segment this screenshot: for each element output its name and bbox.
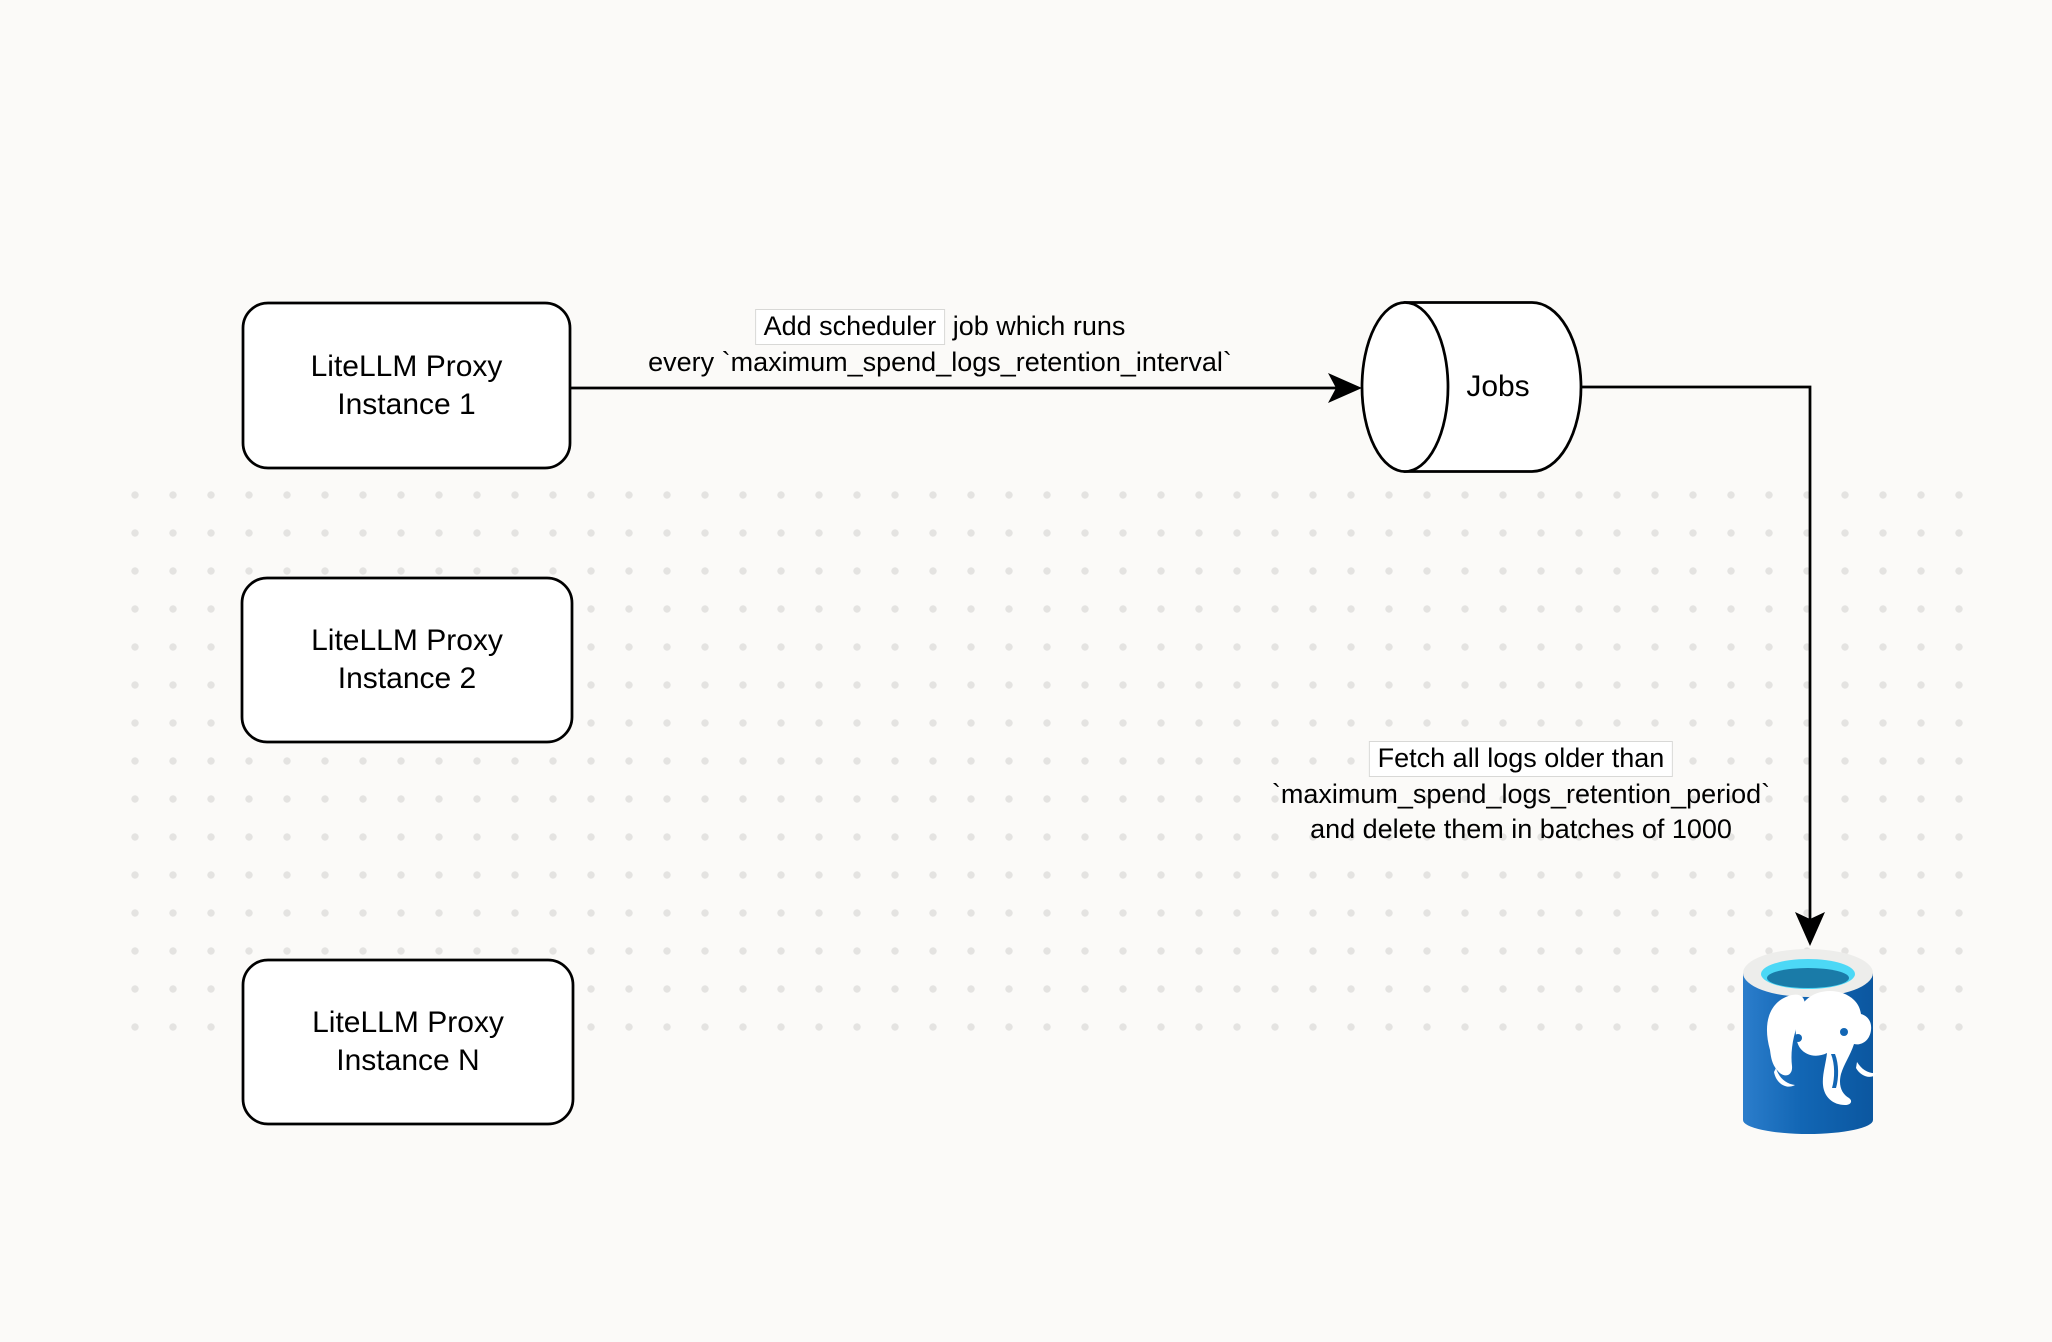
arrowhead-into-jobs	[1328, 373, 1362, 403]
edge-label-line: `maximum_spend_logs_retention_period`	[1271, 779, 1771, 809]
node-litellm-proxy-instance-n	[241, 958, 575, 1126]
edge-label-text: job which runs	[945, 311, 1126, 341]
label-jobs: Jobs	[1466, 370, 1530, 403]
edge-label-add-scheduler-job: Add scheduler job which runs every `maxi…	[648, 309, 1232, 380]
node-label-line: LiteLLM Proxy	[312, 1006, 504, 1039]
postgresql-database-icon	[1743, 949, 1877, 1134]
edge-label-line: Fetch all logs older than	[1272, 741, 1770, 777]
postgres-elephant-logo	[1766, 991, 1877, 1105]
jobs-cylinder-face	[1360, 301, 1450, 473]
arrowhead-into-database	[1795, 912, 1825, 946]
edge-label-line: and delete them in batches of 1000	[1310, 814, 1732, 844]
jobs-cylinder-body	[1403, 301, 1583, 473]
edge-label-boxed-text: Fetch all logs older than	[1368, 741, 1674, 777]
node-label-line: Instance 2	[337, 662, 477, 695]
edge-label-line: every `maximum_spend_logs_retention_inte…	[648, 347, 1232, 377]
node-litellm-proxy-instance-2	[240, 576, 574, 744]
label-litellm-proxy-instance-n: LiteLLM Proxy Instance N	[243, 960, 573, 1124]
edge-label-line: Add scheduler job which runs	[648, 309, 1232, 345]
edge-label-boxed-text: Add scheduler	[754, 309, 946, 345]
postgres-elephant-details	[1794, 1028, 1848, 1088]
node-label-line: LiteLLM Proxy	[311, 624, 503, 657]
node-label-line: Instance N	[336, 1044, 480, 1077]
node-litellm-proxy-instance-1	[241, 301, 572, 470]
edge-label-fetch-and-delete: Fetch all logs older than `maximum_spend…	[1272, 741, 1770, 847]
edge-fetch-delete-line	[1581, 385, 1812, 938]
node-label-line: LiteLLM Proxy	[310, 349, 503, 383]
postgres-cylinder-liquid-shadow	[1767, 968, 1849, 988]
label-litellm-proxy-instance-1: LiteLLM Proxy Instance 1	[243, 303, 570, 468]
node-label-line: Instance 1	[337, 387, 476, 421]
label-litellm-proxy-instance-2: LiteLLM Proxy Instance 2	[242, 578, 572, 742]
